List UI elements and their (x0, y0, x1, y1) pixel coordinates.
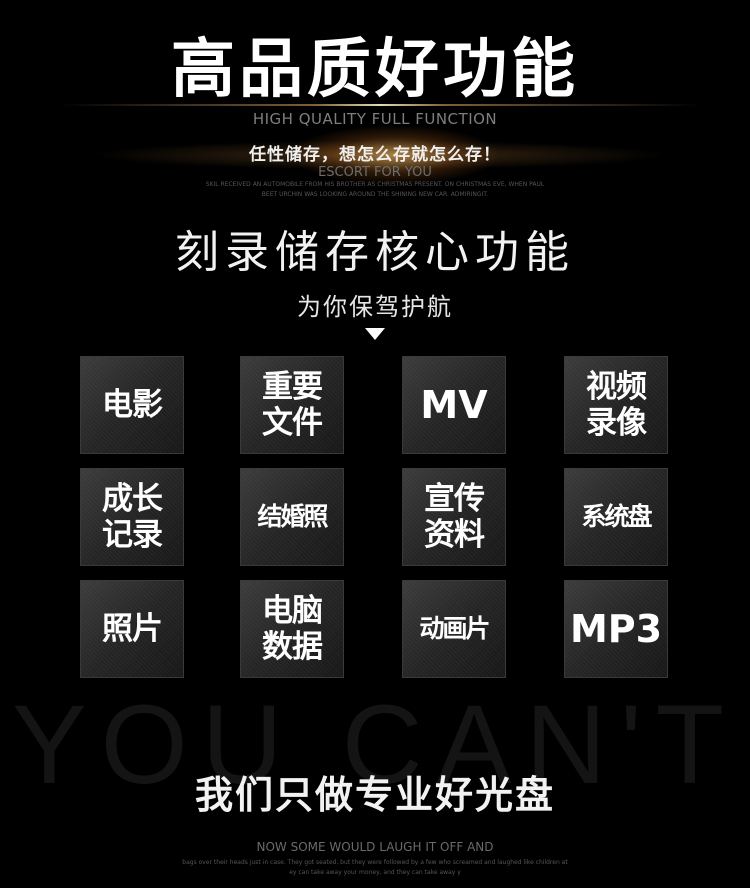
background-watermark-text: YOU CAN'T (11, 682, 739, 807)
main-title: 高品质好功能 (171, 33, 579, 107)
bottom-line-en: NOW SOME WOULD LAUGH IT OFF AND (256, 840, 494, 854)
fine-print-bottom-1: bags over their heads just in case. They… (182, 859, 568, 866)
tile-video-recording: 视频 录像 (565, 357, 667, 453)
tile-mp3: MP3 (565, 581, 667, 677)
subtitle-cn: 任性储存，想怎么存就怎么存！ (249, 145, 501, 165)
tile-system-disc: 系统盘 (565, 469, 667, 565)
tile-wedding-photos: 结婚照 (241, 469, 343, 565)
tile-mv: MV (403, 357, 505, 453)
bottom-title: 我们只做专业好光盘 (194, 773, 555, 817)
tagline-en: ESCORT FOR YOU (318, 165, 432, 180)
tile-important-files: 重要 文件 (241, 357, 343, 453)
subtitle-en: HIGH QUALITY FULL FUNCTION (252, 110, 498, 128)
fine-print-bottom-2: ey can take away your money, and they ca… (289, 869, 461, 876)
core-function-title: 刻录储存核心功能 (175, 227, 575, 278)
tile-animation: 动画片 (403, 581, 505, 677)
triangle-down-icon (365, 328, 385, 340)
fine-print-top-1: SKIL RECEIVED AN AUTOMOBILE FROM HIS BRO… (205, 181, 545, 188)
tile-promo-materials: 宣传 资料 (403, 469, 505, 565)
fine-print-top-2: BEET URCHIN WAS LOOKING AROUND THE SHINI… (261, 191, 489, 198)
tile-movie: 电影 (81, 357, 183, 453)
tile-photos: 照片 (81, 581, 183, 677)
core-function-subtitle: 为你保驾护航 (297, 293, 453, 321)
tile-growth-record: 成长 记录 (81, 469, 183, 565)
lens-flare-line (60, 104, 700, 106)
tile-computer-data: 电脑 数据 (241, 581, 343, 677)
